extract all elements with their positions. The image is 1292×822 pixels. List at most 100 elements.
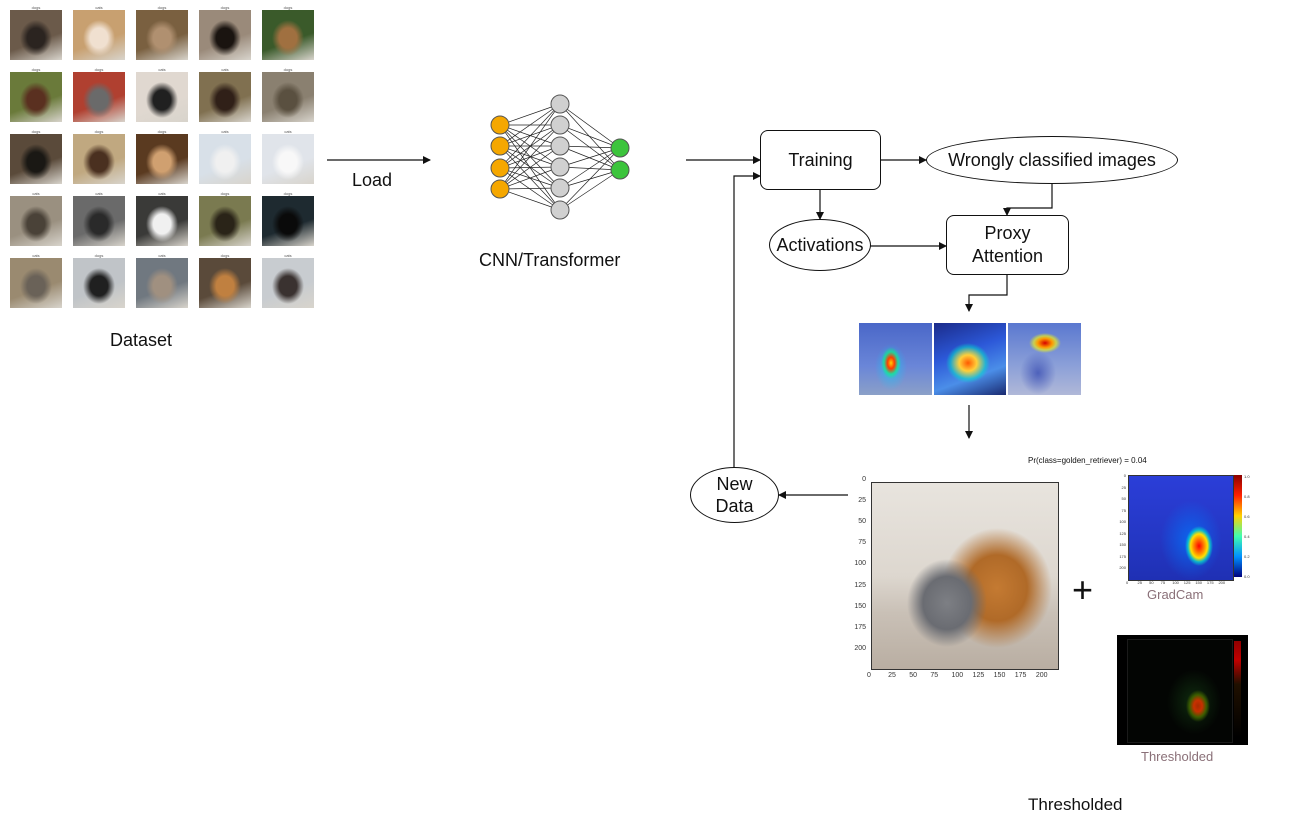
nn-output-node	[610, 138, 630, 158]
dataset-thumbnail: cats	[199, 67, 251, 122]
gradcam-x-tick: 175	[1206, 580, 1214, 585]
thumbnail-class-tag: dogs	[283, 5, 293, 10]
gradcam-x-tick: 75	[1160, 580, 1166, 585]
nn-hidden-node	[550, 136, 570, 156]
activations-ellipse: Activations	[769, 219, 871, 271]
thumbnail-class-tag: dogs	[283, 67, 293, 72]
nn-hidden-node	[550, 115, 570, 135]
dataset-thumbnail: cats	[136, 67, 188, 122]
dataset-thumbnail: cats	[10, 253, 62, 308]
gradcam-x-tick: 0	[1126, 580, 1129, 585]
nn-connection	[499, 166, 561, 190]
dataset-thumbnail: cats	[262, 129, 314, 184]
dataset-thumbnail: dogs	[136, 5, 188, 60]
nn-connection	[559, 169, 621, 211]
gradcam-y-tick: 0	[1123, 473, 1126, 478]
gradcam-y-tick: 200	[1119, 565, 1126, 571]
thumbnail-class-tag: cats	[32, 191, 40, 196]
plot-y-tick: 100	[854, 560, 866, 568]
new-data-ellipse: New Data	[690, 467, 779, 523]
plot-x-tick: 175	[1014, 672, 1027, 679]
dataset-thumbnail: cats	[136, 253, 188, 308]
colorbar-tick: 1.0	[1244, 474, 1250, 479]
nn-connection	[559, 145, 621, 171]
plot-y-tick: 125	[854, 581, 866, 589]
nn-hidden-node	[550, 157, 570, 177]
gradcam-y-tick: 25	[1121, 484, 1126, 490]
dataset-thumbnail: cats	[10, 191, 62, 246]
dataset-thumbnail: cats	[262, 253, 314, 308]
nn-hidden-node	[550, 178, 570, 198]
plot-y-tick: 200	[854, 644, 866, 652]
wrong-to-proxy-arrow	[1003, 184, 1053, 216]
nn-connection	[559, 124, 621, 171]
thumbnail-class-tag: cats	[158, 67, 166, 72]
gradcam-x-tick: 150	[1195, 580, 1203, 585]
thumbnail-class-tag: dogs	[220, 5, 230, 10]
dataset-thumbnail: dogs	[10, 5, 62, 60]
proxy-attention-label: Proxy Attention	[971, 223, 1044, 266]
nn-connection	[559, 103, 621, 149]
heatmap-image-3	[1008, 323, 1081, 395]
nn-connection	[499, 145, 561, 189]
new-data-label: New Data	[715, 474, 754, 516]
nn-connection	[499, 188, 561, 211]
nn-input-node	[490, 115, 510, 135]
thumbnail-class-tag: dogs	[31, 67, 41, 72]
wrongly-classified-ellipse: Wrongly classified images	[926, 136, 1178, 184]
thumbnail-class-tag: cats	[158, 191, 166, 196]
thresholded-inner-label: Thresholded	[1141, 749, 1214, 764]
thumbnail-class-tag: dogs	[31, 129, 41, 134]
nn-connection	[499, 145, 561, 190]
thumbnail-class-tag: cats	[95, 5, 103, 10]
thumbnail-class-tag: dogs	[220, 191, 230, 196]
dataset-thumbnail: cats	[136, 191, 188, 246]
thumbnail-class-tag: cats	[32, 253, 40, 258]
model-label: CNN/Transformer	[479, 250, 621, 270]
gradcam-x-tick: 100	[1172, 580, 1179, 585]
nn-connection	[559, 124, 621, 149]
dataset-thumbnail: cats	[73, 191, 125, 246]
nn-connection	[559, 147, 621, 189]
wrongly-classified-label: Wrongly classified images	[948, 150, 1156, 170]
gradcam-label: GradCam	[1147, 587, 1204, 602]
nn-connection	[499, 103, 561, 190]
thumbnail-class-tag: dogs	[94, 253, 104, 258]
dataset-thumbnail: dogs	[10, 67, 62, 122]
thumbnail-class-tag: cats	[221, 67, 229, 72]
gradcam-x-tick: 125	[1183, 580, 1191, 585]
load-label: Load	[352, 170, 393, 190]
colorbar-tick: 0.0	[1244, 574, 1250, 579]
dataset-thumbnail: dogs	[262, 67, 314, 122]
nn-connection	[559, 147, 621, 168]
dataset-thumbnail: dogs	[199, 253, 251, 308]
proxy-attention-box: Proxy Attention	[946, 215, 1069, 275]
dataset-thumbnail: cats	[73, 5, 125, 60]
heatmap-image-1	[859, 323, 932, 395]
thumbnail-class-tag: cats	[221, 129, 229, 134]
nn-hidden-node	[550, 94, 570, 114]
colorbar-tick: 0.2	[1244, 554, 1250, 559]
thresholded-label: Thresholded	[1028, 795, 1123, 814]
nn-connection	[559, 103, 621, 171]
gradcam-y-tick: 100	[1119, 519, 1126, 525]
dataset-thumbnail: dogs	[136, 129, 188, 184]
gradcam-x-tick: 50	[1149, 580, 1154, 585]
nn-connection	[499, 103, 561, 169]
heatmap-image-2	[934, 323, 1006, 395]
proxy-to-heatmaps-arrow	[965, 275, 1008, 312]
gradcam-y-tick: 75	[1121, 507, 1126, 513]
plot-x-tick: 200	[1035, 672, 1048, 679]
dataset-thumbnail: dogs	[73, 129, 125, 184]
thumbnail-class-tag: cats	[95, 191, 103, 196]
colorbar-tick: 0.6	[1244, 514, 1250, 519]
colorbar-tick: 0.8	[1244, 494, 1250, 499]
plot-x-tick: 50	[909, 672, 918, 679]
thumbnail-class-tag: dogs	[94, 67, 104, 72]
plot-x-tick: 100	[951, 672, 964, 679]
nn-connection	[559, 166, 621, 171]
nn-connection	[559, 145, 621, 149]
plot-y-tick: 175	[854, 623, 866, 631]
nn-output-node	[610, 160, 630, 180]
thumbnail-class-tag: dogs	[94, 129, 104, 134]
